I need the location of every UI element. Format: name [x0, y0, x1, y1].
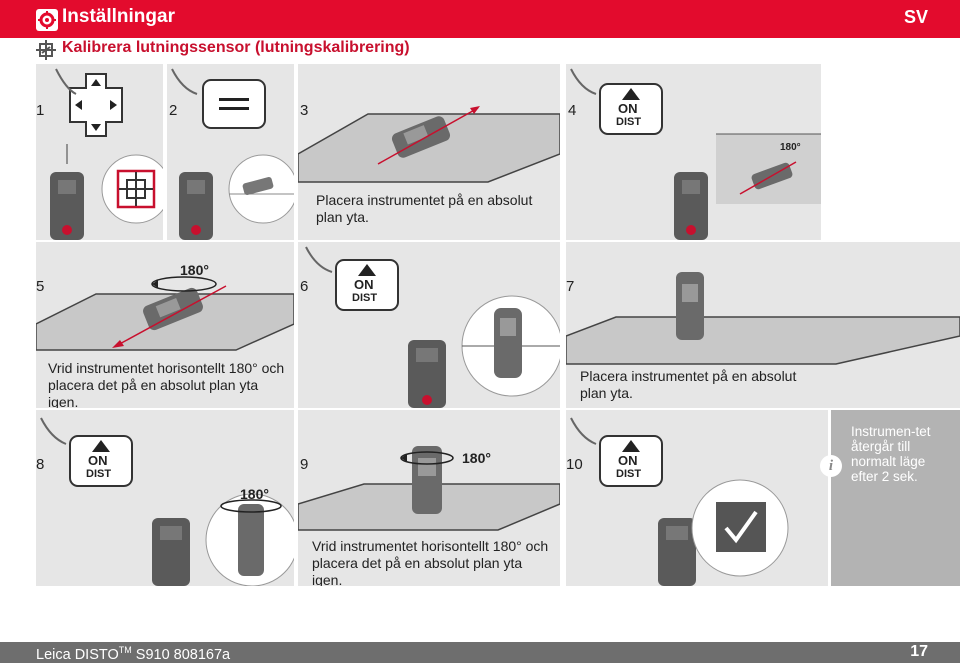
upright-device-on-surface-illustration	[566, 272, 960, 365]
dist-label: DIST	[616, 116, 642, 128]
step-caption: Vrid instrumentet horisontellt 180° och …	[48, 360, 285, 408]
step-number: 4	[568, 102, 577, 119]
step-number: 7	[566, 278, 575, 295]
settings-icon	[36, 9, 58, 31]
step-number: 10	[566, 456, 583, 473]
equals-button-illustration	[171, 68, 294, 240]
step-number: 9	[300, 456, 309, 473]
step-panel-6: 6 ON DIST	[298, 242, 560, 408]
step-panel-3: 3 Placera instrumentet på en absolut pla…	[298, 64, 560, 240]
rotate-label: 180°	[180, 262, 209, 278]
rotated-upright-device-illustration	[298, 446, 560, 531]
info-text: Instrumen-tet återgår till normalt läge …	[851, 424, 931, 484]
step-panel-1: 1	[36, 64, 163, 240]
on-label: ON	[618, 453, 638, 468]
step-number: 5	[36, 278, 45, 295]
step-panel-7: 7 Placera instrumentet på en absolut pla…	[566, 242, 960, 408]
info-box: i Instrumen-tet återgår till normalt läg…	[820, 410, 960, 586]
step-number: 3	[300, 102, 309, 119]
footer-bar: Leica DISTOTM S910 808167a 17	[0, 642, 960, 663]
product-name: Leica DISTO	[36, 646, 119, 663]
dist-label: DIST	[352, 292, 378, 304]
model-number: S910 808167a	[131, 646, 231, 663]
step-panel-9: 9 180° Vrid instrumentet horisontellt 18…	[298, 410, 560, 586]
step-panel-4: 4 ON DIST 180°	[566, 64, 821, 240]
calibration-done-illustration	[570, 417, 789, 586]
rotated-device-illustration	[36, 276, 294, 351]
on-label: ON	[88, 453, 108, 468]
section-title: Kalibrera lutningssensor (lutningskalibr…	[62, 39, 410, 56]
on-dist-press-illustration	[570, 68, 821, 240]
on-dist-press-illustration	[305, 246, 560, 408]
step-caption: Placera instrumentet på en absolut plan …	[316, 192, 533, 225]
on-label: ON	[618, 101, 638, 116]
info-icon: i	[820, 455, 842, 477]
keypad-illustration	[50, 68, 163, 240]
step-panel-10: 10 ON DIST	[566, 410, 828, 586]
page-title: Inställningar	[62, 6, 175, 27]
device-on-surface-illustration	[298, 106, 560, 183]
on-label: ON	[354, 277, 374, 292]
dist-label: DIST	[616, 468, 642, 480]
page-number: 17	[910, 643, 928, 660]
step-caption: Placera instrumentet på en absolut plan …	[580, 368, 797, 401]
rotate-label: 180°	[240, 486, 269, 502]
step-number: 2	[169, 102, 178, 119]
step-panel-5: 5 180° Vrid instrumentet horisontellt 18…	[36, 242, 294, 408]
tilt-calibration-icon	[34, 40, 58, 60]
step-panel-8: 8 ON DIST 180°	[36, 410, 294, 586]
language-code: SV	[903, 7, 928, 27]
rotate-label: 180°	[780, 142, 801, 153]
step-number: 1	[36, 102, 45, 119]
header-bar: Inställningar SV	[0, 0, 960, 38]
step-caption: Vrid instrumentet horisontellt 180° och …	[312, 538, 549, 586]
step-number: 8	[36, 456, 45, 473]
on-dist-press-illustration	[40, 417, 294, 586]
step-panel-2: 2	[167, 64, 294, 240]
trademark: TM	[118, 645, 132, 655]
rotate-label: 180°	[462, 450, 491, 466]
footer-product: Leica DISTOTM S910 808167a	[36, 645, 230, 663]
step-number: 6	[300, 278, 309, 295]
dist-label: DIST	[86, 468, 112, 480]
